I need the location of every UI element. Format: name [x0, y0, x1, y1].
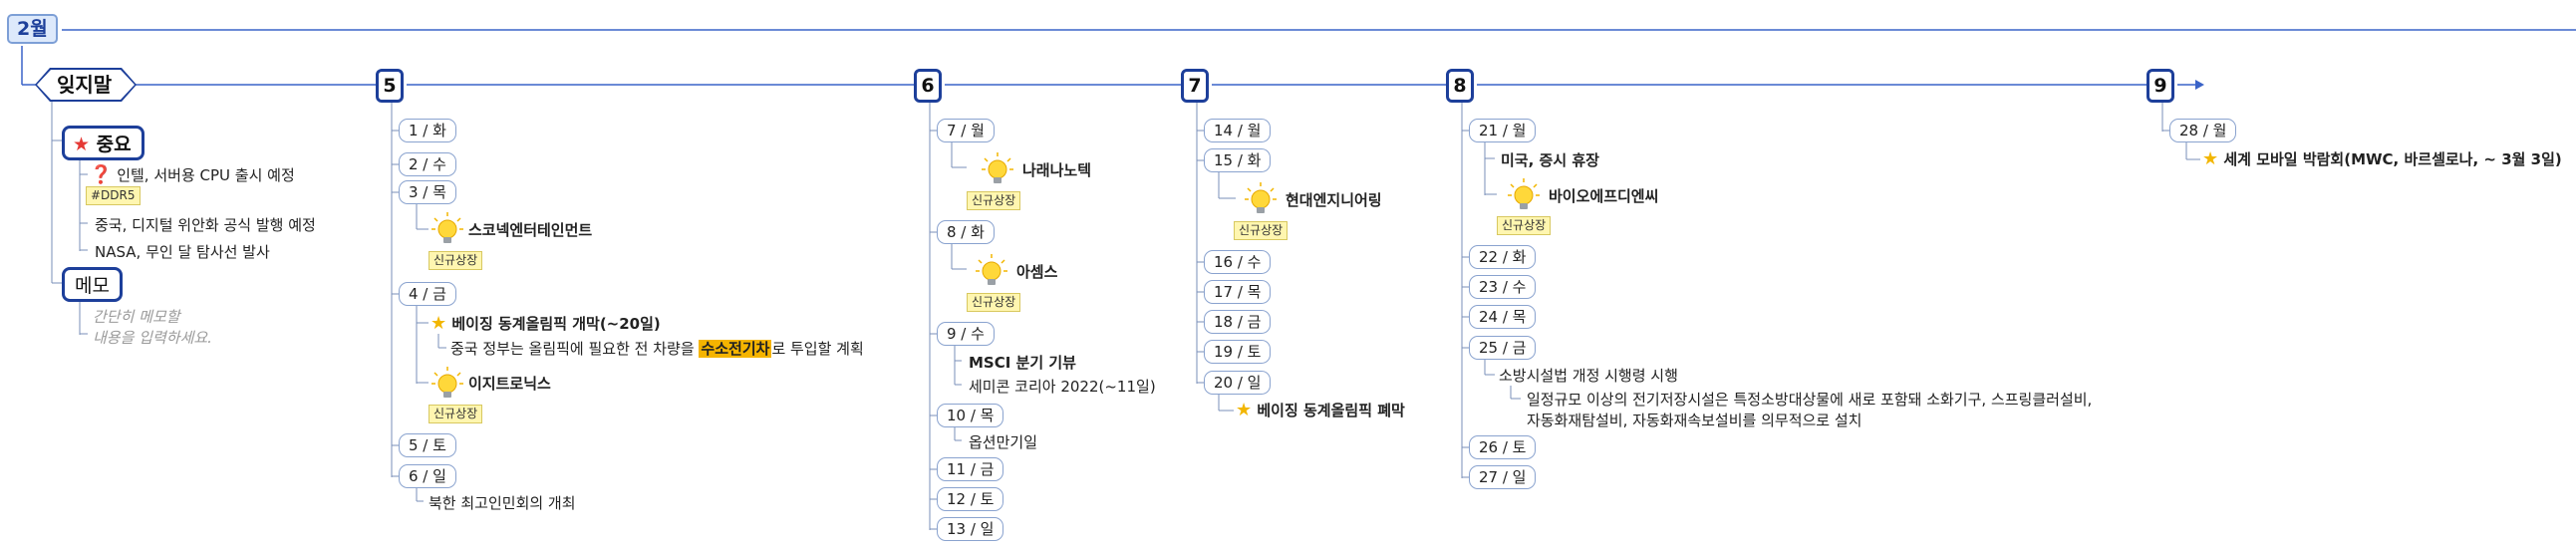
event-ezitronics[interactable]: 이지트로닉스 [468, 375, 551, 393]
day-5[interactable]: 5 / 토 [399, 433, 456, 457]
event-beijing-open[interactable]: ★ 베이징 동계올림픽 개막(~20일) [430, 313, 661, 334]
event-narenano[interactable]: 나래나노텍 [1022, 161, 1092, 179]
lightbulb-icon [982, 152, 1013, 183]
day-20[interactable]: 20 / 일 [1204, 371, 1272, 395]
important-item-nasa[interactable]: NASA, 무인 달 탐사선 발사 [95, 243, 270, 261]
event-scoanet[interactable]: 스코넥엔터테인먼트 [468, 221, 593, 239]
dont-forget-topic[interactable]: 잊지말것 [37, 70, 135, 100]
memo-topic[interactable]: 메모 [62, 267, 123, 302]
day-12[interactable]: 12 / 토 [937, 487, 1004, 511]
event-us-holiday[interactable]: 미국, 증시 휴장 [1501, 151, 1599, 169]
day-17[interactable]: 17 / 목 [1204, 280, 1272, 304]
day-10[interactable]: 10 / 목 [937, 404, 1004, 427]
event-hyundai-eng[interactable]: 현대엔지니어링 [1286, 191, 1382, 209]
new-listing-tag: 신규상장 [429, 251, 483, 270]
day-1[interactable]: 1 / 화 [399, 119, 456, 142]
day-14[interactable]: 14 / 월 [1204, 119, 1272, 142]
day-11[interactable]: 11 / 금 [937, 457, 1004, 481]
day-9[interactable]: 9 / 수 [937, 322, 995, 346]
day-28[interactable]: 28 / 월 [2169, 119, 2237, 142]
lightbulb-icon [1508, 178, 1540, 209]
day-21[interactable]: 21 / 월 [1469, 119, 1537, 142]
lightbulb-icon [1245, 182, 1277, 213]
day-7[interactable]: 7 / 월 [937, 119, 995, 142]
day-15[interactable]: 15 / 화 [1204, 148, 1272, 172]
event-fire-law[interactable]: 소방시설법 개정 시행령 시행 [1499, 367, 1678, 385]
new-listing-tag: 신규상장 [967, 191, 1021, 210]
event-nk-meeting[interactable]: 북한 최고인민회의 개최 [429, 494, 576, 512]
day-8[interactable]: 8 / 화 [937, 220, 995, 244]
important-item-cny[interactable]: 중국, 디지털 위안화 공식 발행 예정 [95, 216, 316, 234]
event-mwc[interactable]: ★ 세계 모바일 박람회(MWC, 바르셀로나, ~ 3월 3일) [2202, 148, 2562, 169]
new-listing-tag: 신규상장 [967, 293, 1021, 312]
event-option-expiry[interactable]: 옵션만기일 [969, 433, 1038, 451]
star-icon: ★ [2202, 148, 2219, 169]
day-6[interactable]: 6 / 일 [399, 464, 456, 488]
week-9[interactable]: 9 [2147, 69, 2174, 103]
ddr5-tag: #DDR5 [86, 186, 141, 205]
event-semicon[interactable]: 세미콘 코리아 2022(~11일) [969, 378, 1156, 396]
week-6[interactable]: 6 [914, 69, 942, 103]
month-root[interactable]: 2월 [7, 14, 58, 44]
important-item-intel[interactable]: ❓ 인텔, 서버용 CPU 출시 예정 [90, 164, 295, 185]
important-topic[interactable]: ★ 중요 [62, 126, 144, 160]
day-19[interactable]: 19 / 토 [1204, 340, 1272, 364]
week-7[interactable]: 7 [1181, 69, 1209, 103]
day-18[interactable]: 18 / 금 [1204, 310, 1272, 334]
day-23[interactable]: 23 / 수 [1469, 275, 1537, 299]
memo-placeholder[interactable]: 간단히 메모할 내용을 입력하세요. [93, 308, 212, 347]
day-26[interactable]: 26 / 토 [1469, 435, 1537, 459]
day-24[interactable]: 24 / 목 [1469, 305, 1537, 329]
event-fire-detail[interactable]: 일정규모 이상의 전기저장시설은 특정소방대상물에 새로 포함돼 소화기구, 스… [1527, 391, 2093, 429]
week-5[interactable]: 5 [376, 69, 404, 103]
star-icon: ★ [73, 134, 91, 155]
event-beijing-close[interactable]: ★ 베이징 동계올림픽 폐막 [1236, 400, 1405, 420]
new-listing-tag: 신규상장 [1497, 216, 1552, 235]
lightbulb-icon [431, 367, 463, 398]
day-13[interactable]: 13 / 일 [937, 517, 1004, 541]
day-4[interactable]: 4 / 금 [399, 282, 456, 306]
day-2[interactable]: 2 / 수 [399, 152, 456, 176]
lightbulb-icon [976, 254, 1007, 285]
star-icon: ★ [430, 313, 447, 334]
event-asems[interactable]: 아셈스 [1016, 263, 1058, 281]
lightbulb-icon [431, 212, 463, 243]
day-22[interactable]: 22 / 화 [1469, 245, 1537, 269]
day-27[interactable]: 27 / 일 [1469, 465, 1537, 489]
day-16[interactable]: 16 / 수 [1204, 250, 1272, 274]
day-25[interactable]: 25 / 금 [1469, 336, 1537, 360]
star-icon: ★ [1236, 400, 1253, 420]
new-listing-tag: 신규상장 [1234, 221, 1288, 240]
question-icon: ❓ [90, 164, 113, 185]
week-8[interactable]: 8 [1446, 69, 1474, 103]
event-msci[interactable]: MSCI 분기 기뷰 [969, 354, 1076, 372]
event-bioefficient[interactable]: 바이오에프디엔씨 [1549, 187, 1659, 205]
new-listing-tag: 신규상장 [429, 405, 483, 423]
day-3[interactable]: 3 / 목 [399, 180, 456, 204]
